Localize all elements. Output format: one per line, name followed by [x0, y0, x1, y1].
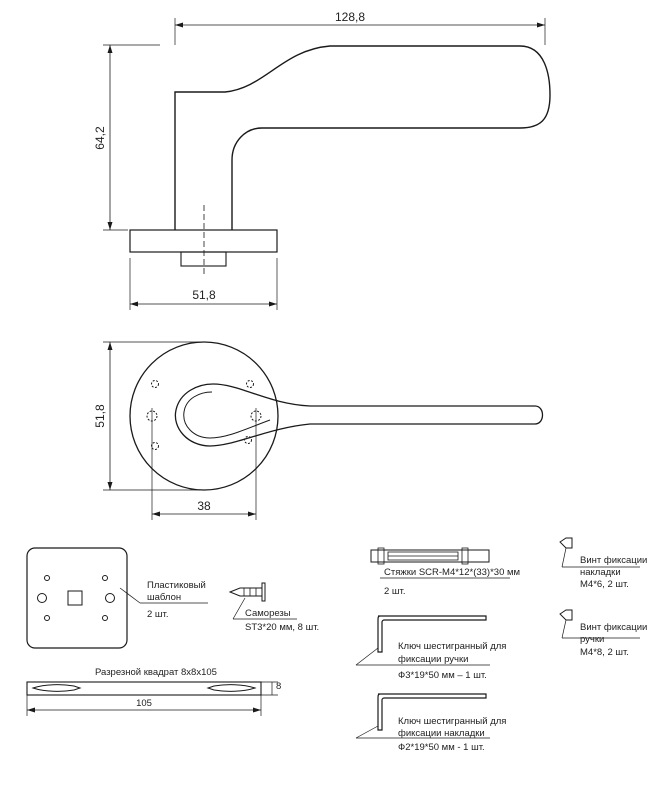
rose-hole-top-left	[151, 380, 159, 388]
hex-key-handle-spec: Ф3*19*50 мм – 1 шт.	[398, 670, 487, 681]
width-dimension-label: 128,8	[335, 10, 365, 24]
rose-hole-top-right	[246, 380, 254, 388]
top-view: 51,8 38	[93, 341, 544, 520]
rose-hole-bottom-right	[244, 436, 252, 444]
screw-rose-spec: M4*6, 2 шт.	[580, 579, 629, 590]
set-screw-handle-icon	[559, 609, 573, 621]
template-hole-top-left	[44, 575, 50, 581]
screw-handle-line1: Винт фиксации	[580, 622, 647, 633]
hex-key-rose-line2: фиксации накладки	[398, 728, 485, 739]
tie-bolts: Стяжки SCR-M4*12*(33)*30 мм 2 шт.	[370, 547, 520, 597]
hex-key-handle-icon	[377, 615, 487, 653]
screw-rose-line1: Винт фиксации	[580, 555, 647, 566]
spindle-label: Разрезной квадрат 8х8х105	[95, 667, 217, 678]
ties-label: Стяжки SCR-M4*12*(33)*30 мм	[384, 567, 520, 578]
template-qty: 2 шт.	[147, 609, 168, 620]
spindle-length-label: 105	[136, 698, 152, 709]
template-hole-bottom-left	[44, 615, 50, 621]
hole-spacing-dimension-label: 38	[197, 499, 211, 513]
screw-handle-line2: ручки	[580, 634, 604, 645]
template-label-line1: Пластиковый	[147, 580, 206, 591]
hex-key-handle-line2: фиксации ручки	[398, 654, 468, 665]
self-tapping-screw: Саморезы ST3*20 мм, 8 шт.	[228, 582, 319, 633]
screw-icon	[228, 587, 263, 597]
screws-label: Саморезы	[245, 608, 291, 619]
plastic-template: Пластиковый шаблон 2 шт.	[26, 547, 208, 649]
screws-spec: ST3*20 мм, 8 шт.	[245, 622, 319, 633]
handle-top-inner	[183, 391, 271, 439]
spindle-bar	[26, 681, 262, 696]
hex-key-handle: Ключ шестигранный для фиксации ручки Ф3*…	[355, 615, 506, 681]
side-view: 128,8 64,2 51,8	[93, 10, 551, 310]
hex-key-rose-icon	[377, 693, 487, 731]
template-hole-right	[105, 593, 115, 603]
rose-width-dimension-label: 51,8	[192, 288, 216, 302]
handle-top-profile	[174, 383, 544, 447]
tie-bolt-icon	[370, 549, 490, 563]
template-hole-top-right	[102, 575, 108, 581]
screw-handle-spec: M4*8, 2 шт.	[580, 647, 629, 658]
rose-circle	[129, 341, 279, 491]
template-label-line2: шаблон	[147, 592, 181, 603]
template-square	[26, 547, 128, 649]
template-hole-left	[37, 593, 47, 603]
rose-diameter-dimension-label: 51,8	[93, 404, 107, 428]
hex-key-handle-line1: Ключ шестигранный для	[398, 641, 506, 652]
rose-hole-bottom-left	[151, 442, 159, 450]
set-screw-rose: Винт фиксации накладки M4*6, 2 шт.	[559, 537, 647, 590]
hex-key-rose: Ключ шестигранный для фиксации накладки …	[355, 693, 506, 753]
ties-qty: 2 шт.	[384, 586, 405, 597]
template-hole-bottom-right	[102, 615, 108, 621]
set-screw-rose-icon	[559, 537, 573, 549]
spindle-stub-side	[180, 251, 227, 267]
template-center-square	[67, 590, 83, 606]
hex-key-rose-line1: Ключ шестигранный для	[398, 716, 506, 727]
spindle-height-label: 8	[276, 681, 281, 692]
screw-rose-line2: накладки	[580, 567, 621, 578]
hex-key-rose-spec: Ф2*19*50 мм - 1 шт.	[398, 742, 485, 753]
height-dimension-label: 64,2	[93, 126, 107, 150]
set-screw-handle: Винт фиксации ручки M4*8, 2 шт.	[559, 609, 647, 658]
handle-side-profile	[174, 45, 551, 230]
split-spindle: Разрезной квадрат 8х8х105 8 105	[26, 667, 281, 716]
rose-plate-side	[129, 229, 278, 253]
